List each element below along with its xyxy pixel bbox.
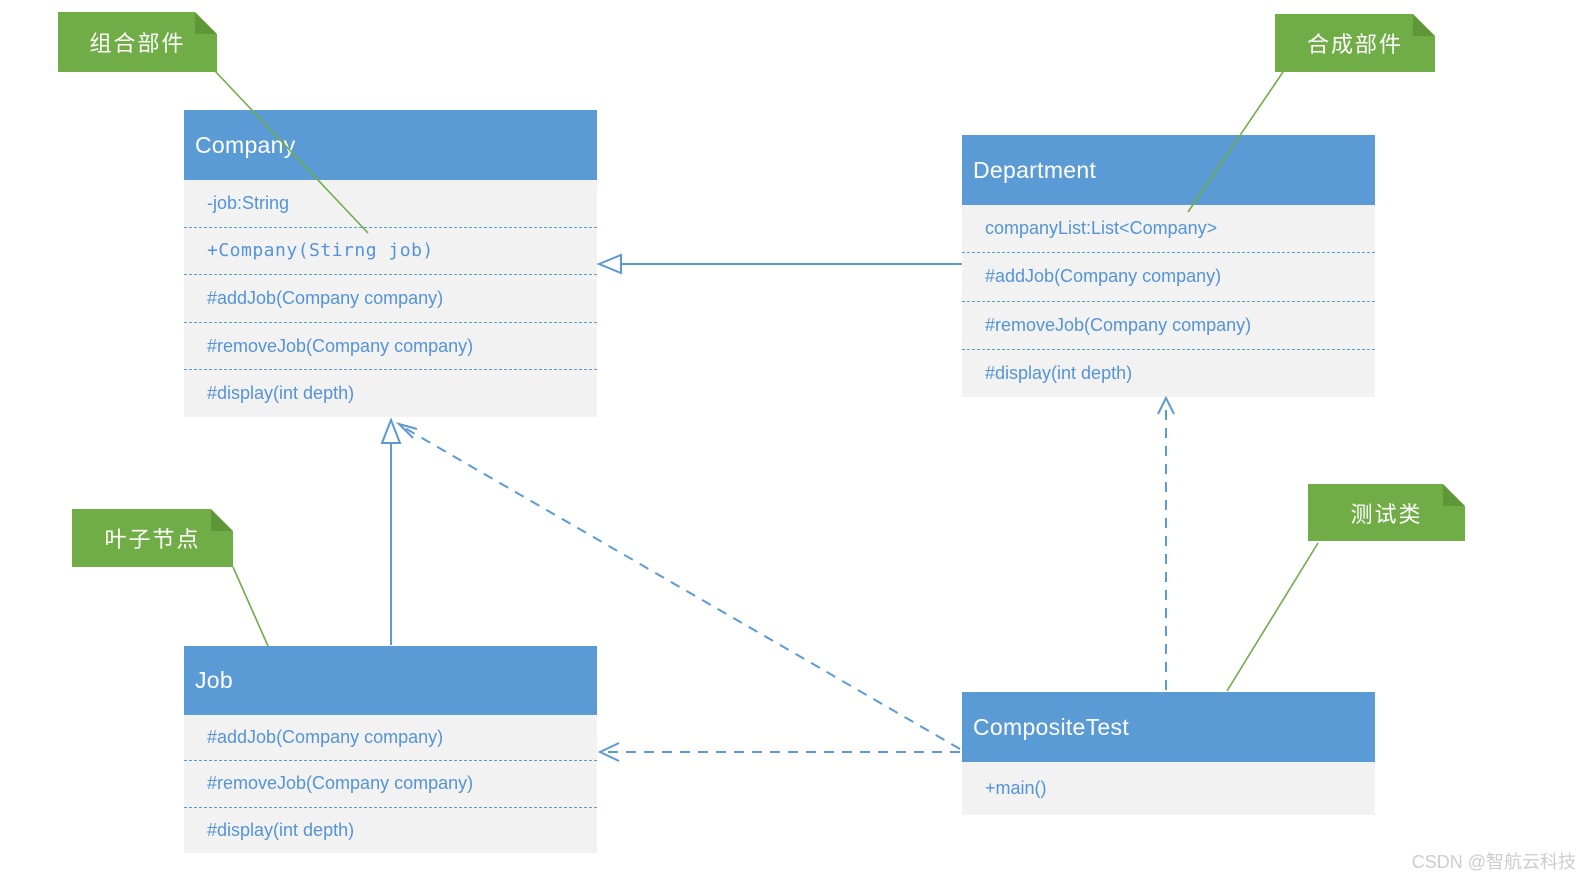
- class-department-method-removejob[interactable]: #removeJob(Company company): [962, 300, 1375, 349]
- job-to-company-arrow: [380, 417, 402, 645]
- class-job-body: #addJob(Company company) #removeJob(Comp…: [184, 715, 597, 853]
- class-job-method-display[interactable]: #display(int depth): [184, 806, 597, 853]
- note-composite-part-label: 组合部件: [89, 31, 186, 56]
- note-synthesis-part-label: 合成部件: [1306, 32, 1403, 57]
- class-company-field-job[interactable]: -job:String: [207, 192, 290, 213]
- class-compositetest-header[interactable]: CompositeTest: [962, 692, 1375, 762]
- class-compositetest-body: +main(): [962, 762, 1375, 815]
- class-department-method-display[interactable]: #display(int depth): [962, 348, 1375, 397]
- class-company-body: -job:String +Company(Stirng job) #addJob…: [184, 180, 597, 417]
- class-department-field-companylist[interactable]: companyList:List<Company>: [985, 218, 1218, 239]
- note-leaf-node-label: 叶子节点: [104, 527, 201, 552]
- folded-corner-icon: [1443, 484, 1465, 506]
- class-job-method-addjob[interactable]: #addJob(Company company): [207, 727, 444, 748]
- note-leaf-node[interactable]: 叶子节点: [72, 509, 233, 567]
- compositetest-to-department-arrow: [1157, 395, 1175, 690]
- note-synthesis-part[interactable]: 合成部件: [1275, 14, 1435, 72]
- compositetest-to-job-arrow: [597, 742, 960, 762]
- class-company-method-display[interactable]: #display(int depth): [184, 369, 597, 417]
- note-connector-leaf-node: [232, 566, 269, 647]
- note-connector-test-class: [1226, 542, 1319, 692]
- folded-corner-icon: [211, 509, 233, 531]
- class-company: Company -job:String +Company(Stirng job)…: [184, 110, 597, 417]
- class-company-method-removejob[interactable]: #removeJob(Company company): [184, 321, 597, 370]
- class-company-constructor[interactable]: +Company(Stirng job): [184, 226, 597, 275]
- class-department-body: companyList:List<Company> #addJob(Compan…: [962, 205, 1375, 397]
- class-department-header[interactable]: Department: [962, 135, 1375, 205]
- class-department-method-addjob[interactable]: #addJob(Company company): [962, 252, 1375, 300]
- note-composite-part[interactable]: 组合部件: [58, 12, 217, 72]
- class-job: Job #addJob(Company company) #removeJob(…: [184, 646, 597, 853]
- watermark: CSDN @智航云科技: [1411, 852, 1576, 872]
- class-company-header[interactable]: Company: [184, 110, 597, 180]
- folded-corner-icon: [1413, 14, 1435, 36]
- class-department: Department companyList:List<Company> #ad…: [962, 135, 1375, 397]
- note-test-class-label: 测试类: [1350, 501, 1423, 527]
- folded-corner-icon: [195, 12, 217, 34]
- class-job-method-removejob[interactable]: #removeJob(Company company): [184, 760, 597, 806]
- note-test-class[interactable]: 测试类: [1308, 484, 1465, 541]
- class-company-method-addjob[interactable]: #addJob(Company company): [184, 274, 597, 322]
- department-to-company-arrow: [596, 253, 962, 275]
- class-compositetest: CompositeTest +main(): [962, 692, 1375, 815]
- class-compositetest-method-main[interactable]: +main(): [985, 778, 1047, 798]
- class-job-header[interactable]: Job: [184, 646, 597, 715]
